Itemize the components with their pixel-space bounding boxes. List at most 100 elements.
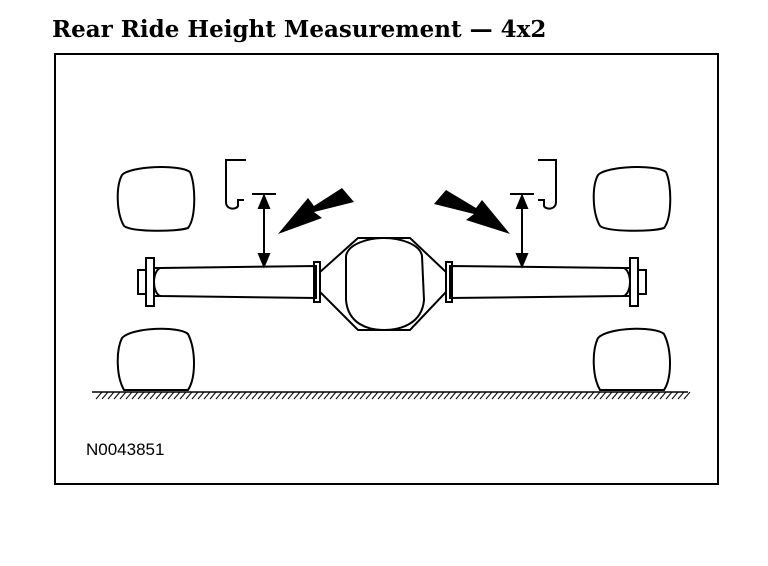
ground-hatch-mark: [599, 391, 607, 400]
ground-hatch-mark: [101, 391, 109, 400]
ground-hatch-mark: [557, 391, 565, 400]
ground-hatch-mark: [317, 391, 325, 400]
ground-hatch-mark: [581, 391, 589, 400]
ground-hatch-mark: [311, 391, 319, 400]
ground-hatch-mark: [479, 391, 487, 400]
frame-bracket-right: [538, 159, 557, 210]
ground-hatch-mark: [125, 391, 133, 400]
ground-hatch-mark: [155, 391, 163, 400]
figure-id-label: N0043851: [86, 440, 165, 459]
ground-hatch-mark: [287, 391, 295, 400]
ground-hatch-mark: [377, 391, 385, 400]
ground-hatch-mark: [179, 391, 187, 400]
ground-hatch-mark: [281, 391, 289, 400]
ground-hatch-mark: [605, 391, 613, 400]
wheel-hub-left: [137, 257, 162, 307]
ground-hatch-mark: [323, 391, 331, 400]
ground-hatch-mark: [671, 391, 679, 400]
pointer-arrow-right: [434, 190, 510, 234]
ground-hatch-mark: [509, 391, 517, 400]
ground-hatch-mark: [539, 391, 547, 400]
ground-hatch-mark: [113, 391, 121, 400]
ground-hatch-mark: [653, 391, 661, 400]
ground-hatch-mark: [419, 391, 427, 400]
ground-hatch-mark: [275, 391, 283, 400]
ground-hatch-mark: [269, 391, 277, 400]
ground-hatch-mark: [257, 391, 265, 400]
tire-upper-right: [592, 165, 672, 232]
measurement-arrow-right: [515, 193, 529, 269]
ground-hatch-mark: [635, 391, 643, 400]
ground-hatch-mark: [119, 391, 127, 400]
ground-hatch-mark: [371, 391, 379, 400]
differential-housing: [319, 236, 447, 332]
tire-lower-left: [116, 327, 195, 391]
ground-hatch-mark: [677, 391, 685, 400]
ground-hatch-mark: [215, 391, 223, 400]
ground-hatch-mark: [563, 391, 571, 400]
ground-hatch-mark: [221, 391, 229, 400]
ground-hatch-mark: [401, 391, 409, 400]
ground-hatch-mark: [95, 391, 103, 400]
ground-hatch-mark: [383, 391, 391, 400]
ground-hatch-mark: [191, 391, 199, 400]
ground-hatch-mark: [173, 391, 181, 400]
ground-hatch-mark: [485, 391, 493, 400]
axle-tube-right: [449, 264, 631, 300]
ground-hatch-mark: [245, 391, 253, 400]
ground-hatch-mark: [143, 391, 151, 400]
ground-hatch-mark: [305, 391, 313, 400]
ground-hatch-mark: [437, 391, 445, 400]
ground-hatch-mark: [491, 391, 499, 400]
ground-hatch-mark: [161, 391, 169, 400]
ground-hatch-mark: [551, 391, 559, 400]
ground-hatch-mark: [533, 391, 541, 400]
ground-hatch-mark: [407, 391, 415, 400]
ground-hatch-mark: [515, 391, 523, 400]
ground-hatch-mark: [335, 391, 343, 400]
ground-hatch-mark: [569, 391, 577, 400]
ground-hatch-mark: [461, 391, 469, 400]
ground: [92, 391, 691, 400]
ground-hatch-mark: [545, 391, 553, 400]
axle-tube-left: [153, 264, 317, 300]
ground-hatch-mark: [503, 391, 511, 400]
ground-hatch-mark: [233, 391, 241, 400]
ground-hatch-mark: [659, 391, 667, 400]
ground-hatch-mark: [107, 391, 115, 400]
ground-hatch-mark: [197, 391, 205, 400]
ground-hatch-mark: [467, 391, 475, 400]
ground-hatch-mark: [449, 391, 457, 400]
ground-hatch-mark: [329, 391, 337, 400]
ground-hatch-mark: [443, 391, 451, 400]
wheel-hub-right: [622, 257, 647, 307]
ground-hatch-mark: [389, 391, 397, 400]
ground-hatch-mark: [131, 391, 139, 400]
ground-hatch-mark: [209, 391, 217, 400]
ground-hatch-mark: [227, 391, 235, 400]
ground-hatch-mark: [473, 391, 481, 400]
ground-hatch-mark: [239, 391, 247, 400]
ground-hatch-mark: [203, 391, 211, 400]
ground-hatch-mark: [425, 391, 433, 400]
ground-hatch-mark: [641, 391, 649, 400]
ground-hatch-mark: [149, 391, 157, 400]
ground-hatch-mark: [683, 391, 691, 400]
tire-lower-right: [592, 327, 671, 391]
ground-hatch-mark: [251, 391, 259, 400]
ground-hatch-mark: [347, 391, 355, 400]
ground-hatch-mark: [167, 391, 175, 400]
ground-hatch-mark: [353, 391, 361, 400]
ground-hatch-mark: [359, 391, 367, 400]
ground-hatch-mark: [497, 391, 505, 400]
diagram-frame: [54, 53, 719, 485]
ground-hatch-mark: [431, 391, 439, 400]
ground-hatch-mark: [593, 391, 601, 400]
tire-upper-left: [116, 165, 196, 232]
ground-hatch-mark: [647, 391, 655, 400]
ground-hatch-mark: [263, 391, 271, 400]
ground-hatch-mark: [617, 391, 625, 400]
ground-hatch-mark: [413, 391, 421, 400]
frame-bracket-left: [225, 159, 246, 210]
